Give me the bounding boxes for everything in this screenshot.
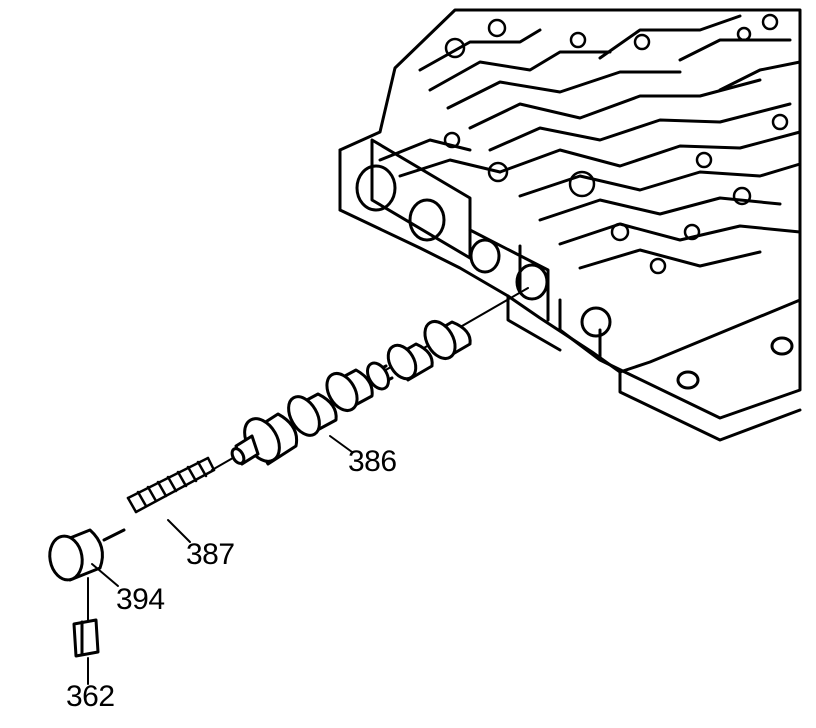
bore-1 [355,164,397,212]
flange-hole-1 [676,370,700,390]
bore-4-valve-outlet [515,263,549,301]
valve-386 [230,320,472,466]
leader-394 [91,563,119,587]
channel-holes [443,13,789,275]
leader-386 [329,435,353,453]
valve-body-lower-step [468,228,550,322]
valve-body-flange-edge [506,294,802,442]
callout-386: 386 [348,445,397,478]
retainer-362 [72,618,100,658]
channel-passages [378,14,802,270]
callout-394: 394 [116,583,165,616]
flange-hole-2 [770,336,794,356]
valve-body-flange [558,298,802,420]
spring-387 [126,456,216,514]
callout-387: 387 [186,538,235,571]
bore-plug-394 [48,528,126,582]
valve-body-housing [338,8,802,442]
callout-362: 362 [66,680,115,713]
bore-2 [408,198,446,242]
leader-387 [167,519,191,543]
bore-3 [469,238,501,274]
valve-body-top-outline [338,8,802,374]
bore-5 [580,306,612,338]
